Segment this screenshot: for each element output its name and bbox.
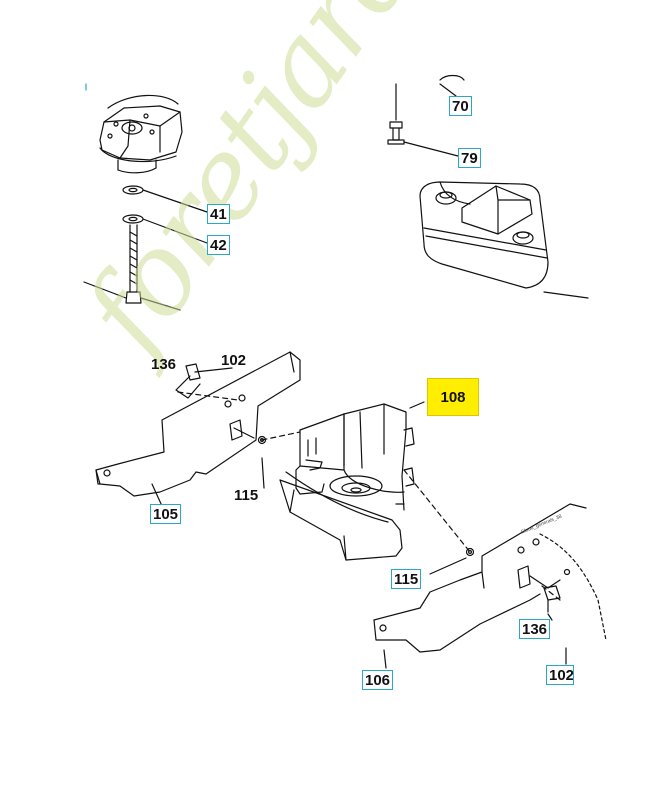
- callout-41: 41: [207, 204, 230, 224]
- callout-79: 79: [458, 148, 481, 168]
- clutch-assembly: [83, 83, 208, 311]
- highlighted-callout-108: 108: [427, 378, 479, 416]
- callout-115-top: 115: [234, 487, 259, 504]
- callout-136-right: 136: [519, 619, 551, 639]
- callout-106: 106: [362, 670, 394, 690]
- bracket-105: [95, 351, 301, 507]
- muffler-assembly: [387, 74, 589, 299]
- callout-115-bottom: 115: [391, 569, 422, 589]
- callout-70: 70: [449, 96, 472, 116]
- callout-136-left: 136: [151, 356, 177, 373]
- callout-42: 42: [207, 235, 230, 255]
- callout-108-label: 108: [440, 389, 466, 406]
- callout-105: 105: [150, 504, 182, 524]
- bracket-108: [261, 401, 475, 575]
- callout-102-left: 102: [221, 352, 247, 369]
- bracket-106: [373, 503, 607, 669]
- callout-102-right: 102: [546, 665, 574, 685]
